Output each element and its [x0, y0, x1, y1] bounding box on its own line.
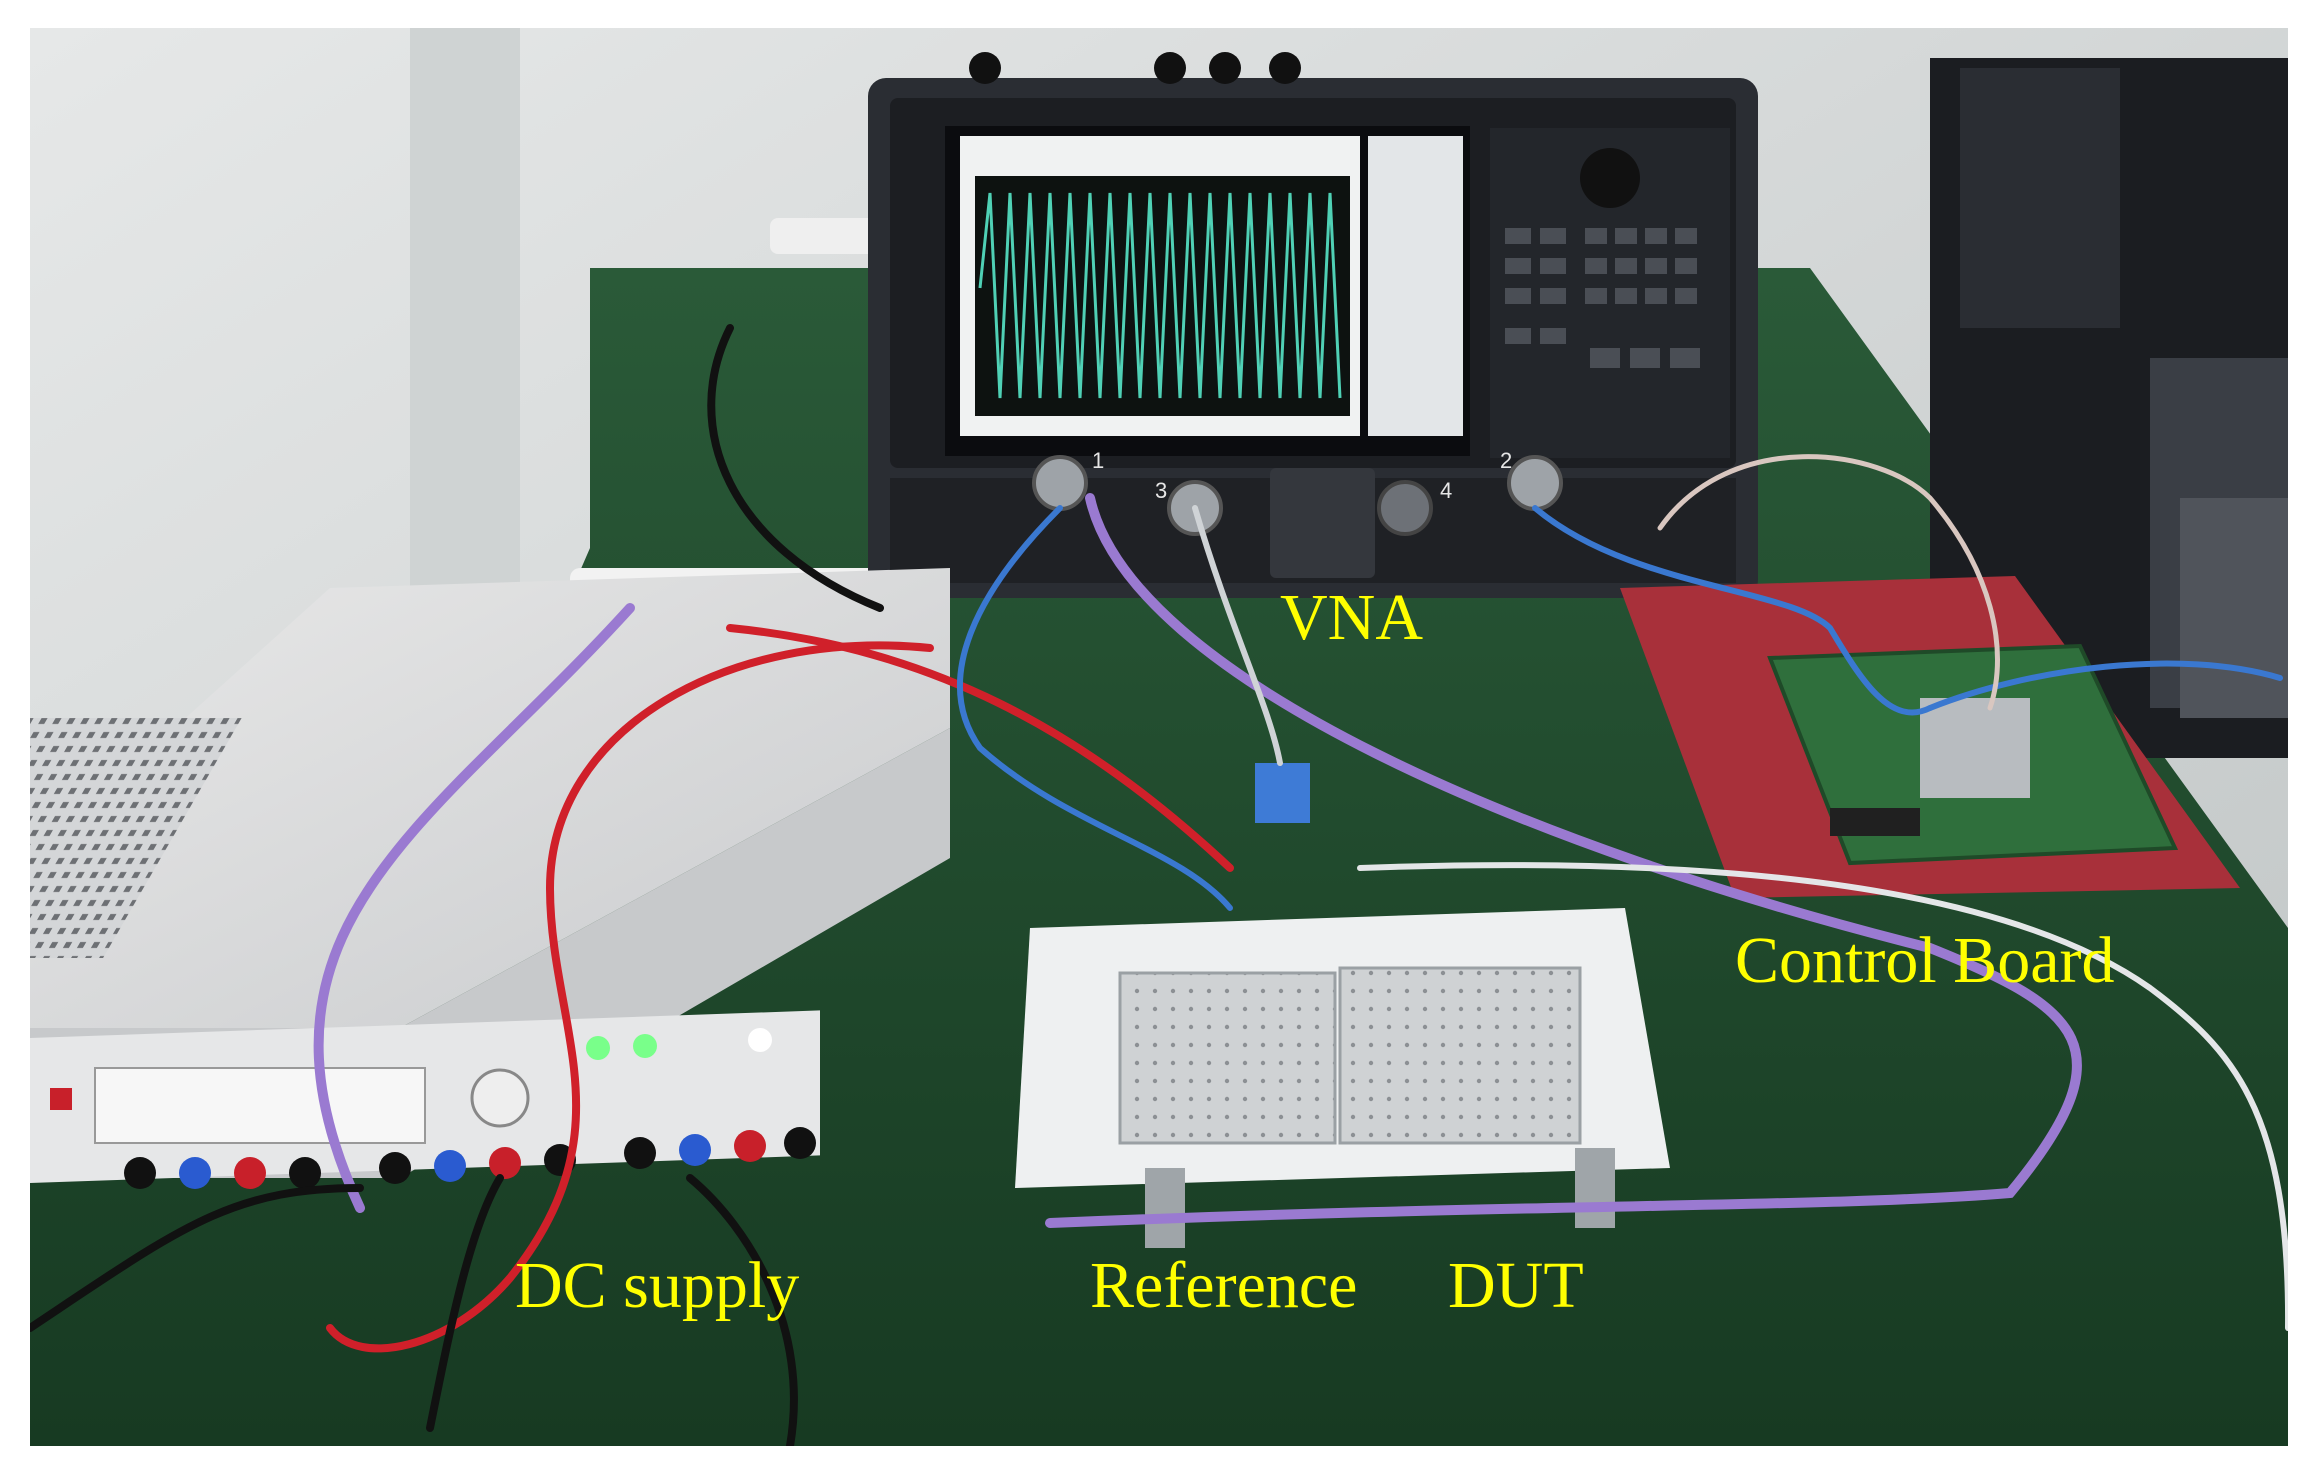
dut-module — [1338, 966, 1582, 1145]
lab-setup-photo: 1 2 3 4 — [30, 28, 2288, 1446]
label-vna: VNA — [1280, 581, 1423, 654]
vna-knob — [1580, 148, 1640, 208]
cable — [1657, 454, 2000, 711]
led-indicator — [586, 1036, 610, 1060]
wall-corner — [410, 28, 520, 588]
cable — [313, 603, 635, 1213]
test-fixture — [1015, 908, 1670, 1248]
vna-instrument — [868, 52, 1758, 598]
dc-power-supply — [30, 568, 950, 1189]
led-indicator — [633, 1034, 657, 1058]
label-dut: DUT — [1448, 1249, 1584, 1322]
vna-trace — [978, 192, 1342, 399]
cable — [30, 1184, 364, 1332]
cable — [726, 624, 1234, 872]
vna-calibration-module — [1270, 468, 1375, 578]
vna-port-number: 2 — [1500, 448, 1512, 473]
cable — [426, 1174, 504, 1432]
label-dc-supply: DC supply — [515, 1249, 800, 1322]
control-board-heatsink — [1920, 698, 2030, 798]
cable — [686, 1174, 798, 1446]
cable — [1357, 862, 2288, 1331]
reference-module — [1118, 971, 1337, 1145]
vna-port-connector — [1377, 480, 1433, 536]
cable — [956, 505, 1233, 911]
label-reference: Reference — [1090, 1249, 1358, 1322]
vna-port-number: 1 — [1092, 448, 1104, 473]
dc-supply-knob — [470, 1068, 530, 1128]
vna-port-number: 4 — [1440, 478, 1452, 503]
cable — [707, 324, 884, 612]
dc-supply-display — [94, 1067, 426, 1144]
vna-port-connector — [1032, 455, 1088, 511]
cable — [1532, 505, 1933, 716]
cable — [1927, 660, 2283, 711]
label-control-board: Control Board — [1735, 924, 2115, 997]
led-indicator — [748, 1028, 772, 1052]
splitter — [1255, 763, 1310, 823]
cable — [1192, 505, 1283, 766]
cable — [1045, 493, 2082, 1228]
vna-port-connector — [1507, 455, 1563, 511]
cable — [326, 641, 934, 1353]
vna-port-number: 3 — [1155, 478, 1167, 503]
